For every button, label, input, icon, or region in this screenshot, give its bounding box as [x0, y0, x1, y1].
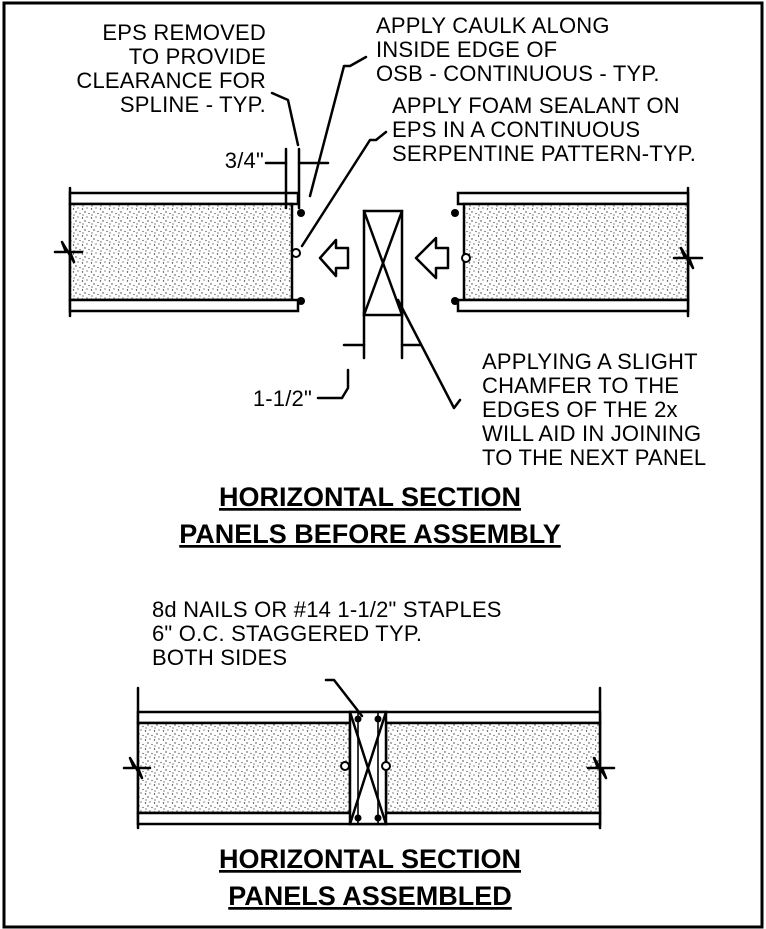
svg-text:WILL AID IN JOINING: WILL AID IN JOINING [482, 421, 701, 446]
svg-text:APPLY FOAM SEALANT ON: APPLY FOAM SEALANT ON [392, 93, 680, 118]
chamfer-line-1: APPLYING A SLIGHT [482, 349, 698, 374]
eps-removed-line-1: EPS REMOVED [102, 20, 266, 45]
labels-before: EPS REMOVED TO PROVIDE CLEARANCE FOR SPL… [76, 13, 706, 549]
chamfer-line-4: WILL AID IN JOINING [482, 421, 701, 446]
svg-text:EPS REMOVED: EPS REMOVED [102, 20, 266, 45]
svg-text:EPS IN A CONTINUOUS: EPS IN A CONTINUOUS [392, 117, 640, 142]
caulk-line-3: OSB - CONTINUOUS - TYP. [376, 61, 660, 86]
dimension-spline [342, 310, 422, 360]
spline-2x [362, 209, 404, 317]
svg-text:SERPENTINE PATTERN-TYP.: SERPENTINE PATTERN-TYP. [392, 141, 696, 166]
right-panel [451, 186, 704, 318]
svg-text:EDGES OF THE 2x: EDGES OF THE 2x [482, 397, 678, 422]
nails-line-2: 6" O.C. STAGGERED TYP. [152, 621, 422, 646]
leader-lines-after [324, 678, 364, 718]
title-before-line-2: PANELS BEFORE ASSEMBLY [179, 519, 561, 549]
eps-removed-line-3: CLEARANCE FOR [76, 68, 266, 93]
assembly-arrow-icons [318, 236, 450, 280]
svg-text:6" O.C. STAGGERED TYP.: 6" O.C. STAGGERED TYP. [152, 621, 422, 646]
assembled-spline [340, 710, 391, 826]
dimension-spline-label: 1-1/2" [253, 386, 312, 411]
svg-text:BOTH SIDES: BOTH SIDES [152, 645, 287, 670]
svg-text:APPLY CAULK ALONG: APPLY CAULK ALONG [376, 13, 610, 38]
svg-text:TO PROVIDE: TO PROVIDE [129, 44, 266, 69]
caulk-line-1: APPLY CAULK ALONG [376, 13, 610, 38]
nails-line-1: 8d NAILS OR #14 1-1/2" STAPLES [152, 597, 502, 622]
svg-text:CHAMFER TO THE: CHAMFER TO THE [482, 373, 679, 398]
title-before-line-1: HORIZONTAL SECTION [219, 482, 521, 512]
nails-line-3: BOTH SIDES [152, 645, 287, 670]
svg-text:INSIDE EDGE OF: INSIDE EDGE OF [376, 37, 557, 62]
title-after-line-1: HORIZONTAL SECTION [219, 844, 521, 874]
caulk-line-2: INSIDE EDGE OF [376, 37, 557, 62]
leader-lines-before [270, 55, 462, 410]
labels-after: 8d NAILS OR #14 1-1/2" STAPLES 6" O.C. S… [152, 597, 521, 911]
svg-text:CLEARANCE FOR: CLEARANCE FOR [76, 68, 266, 93]
svg-text:TO THE NEXT PANEL: TO THE NEXT PANEL [482, 445, 706, 470]
dimension-clearance-label: 3/4" [225, 148, 264, 173]
dimension-clearance [264, 147, 330, 210]
svg-text:APPLYING A SLIGHT: APPLYING A SLIGHT [482, 349, 698, 374]
chamfer-line-2: CHAMFER TO THE [482, 373, 679, 398]
svg-text:8d NAILS OR #14 1-1/2" STAPLES: 8d NAILS OR #14 1-1/2" STAPLES [152, 597, 502, 622]
svg-text:SPLINE - TYP.: SPLINE - TYP. [120, 92, 266, 117]
foam-line-1: APPLY FOAM SEALANT ON [392, 93, 680, 118]
left-panel [53, 186, 305, 318]
chamfer-line-3: EDGES OF THE 2x [482, 397, 678, 422]
foam-line-3: SERPENTINE PATTERN-TYP. [392, 141, 696, 166]
eps-removed-line-2: TO PROVIDE [129, 44, 266, 69]
chamfer-line-5: TO THE NEXT PANEL [482, 445, 706, 470]
eps-removed-line-4: SPLINE - TYP. [120, 92, 266, 117]
svg-text:OSB - CONTINUOUS - TYP.: OSB - CONTINUOUS - TYP. [376, 61, 660, 86]
foam-line-2: EPS IN A CONTINUOUS [392, 117, 640, 142]
title-after-line-2: PANELS ASSEMBLED [228, 881, 512, 911]
